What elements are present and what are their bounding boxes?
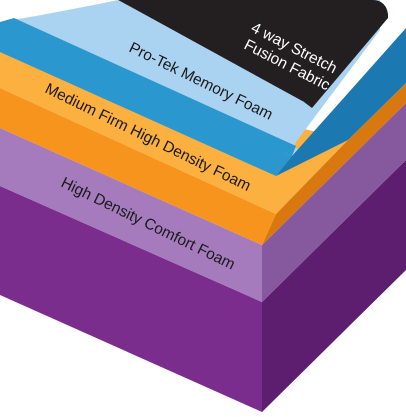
medium-firm-foam-layer bbox=[0, 52, 406, 245]
fabric-top-face bbox=[118, 0, 388, 108]
base-side-face bbox=[262, 160, 406, 412]
memory-front-band bbox=[0, 18, 296, 156]
comfort-front-face bbox=[0, 128, 262, 302]
base-front-face bbox=[0, 186, 262, 412]
memory-front-face bbox=[0, 22, 292, 176]
medium-top-face bbox=[0, 52, 348, 214]
memory-side-face bbox=[276, 28, 406, 176]
base-foam-block bbox=[0, 160, 406, 412]
fabric-cover bbox=[118, 0, 388, 108]
comfort-foam-layer bbox=[0, 103, 406, 302]
comfort-side-face bbox=[262, 103, 406, 302]
medium-side-face bbox=[262, 83, 406, 245]
memory-top-strip bbox=[44, 0, 304, 142]
medium-front-face bbox=[0, 88, 276, 245]
